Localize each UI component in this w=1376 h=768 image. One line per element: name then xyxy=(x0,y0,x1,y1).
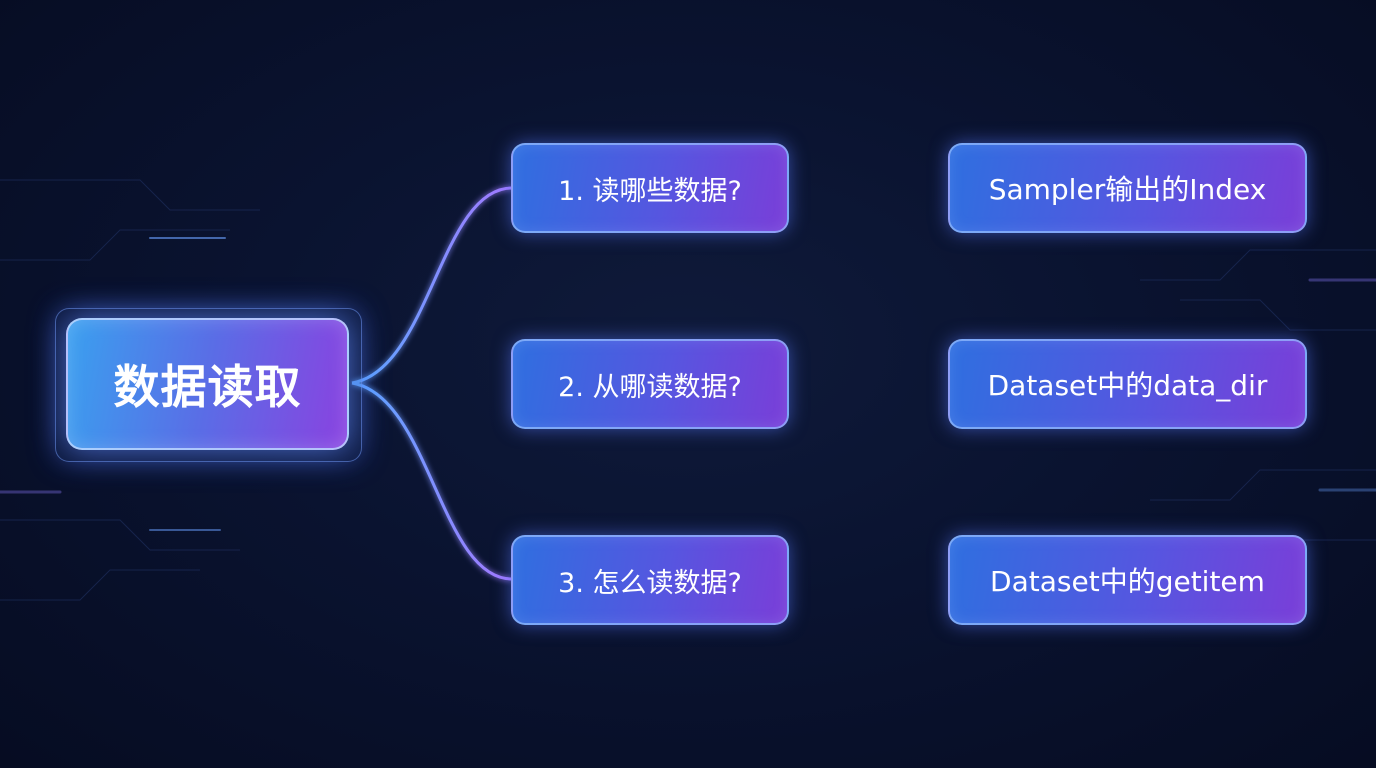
question-node-1[interactable]: 1. 读哪些数据? xyxy=(511,143,789,233)
answer-node-3[interactable]: Dataset中的getitem xyxy=(948,535,1307,625)
connector-root-q3 xyxy=(351,381,513,581)
question-node-2[interactable]: 2. 从哪读数据? xyxy=(511,339,789,429)
connector-root-q1 xyxy=(351,186,513,385)
answer-node-1[interactable]: Sampler输出的Index xyxy=(948,143,1307,233)
root-node[interactable]: 数据读取 xyxy=(66,318,349,450)
glow-streaks xyxy=(0,237,1376,531)
question-node-3[interactable]: 3. 怎么读数据? xyxy=(511,535,789,625)
answer-node-2[interactable]: Dataset中的data_dir xyxy=(948,339,1307,429)
connectors xyxy=(351,186,948,581)
circuit-traces xyxy=(0,179,1376,601)
